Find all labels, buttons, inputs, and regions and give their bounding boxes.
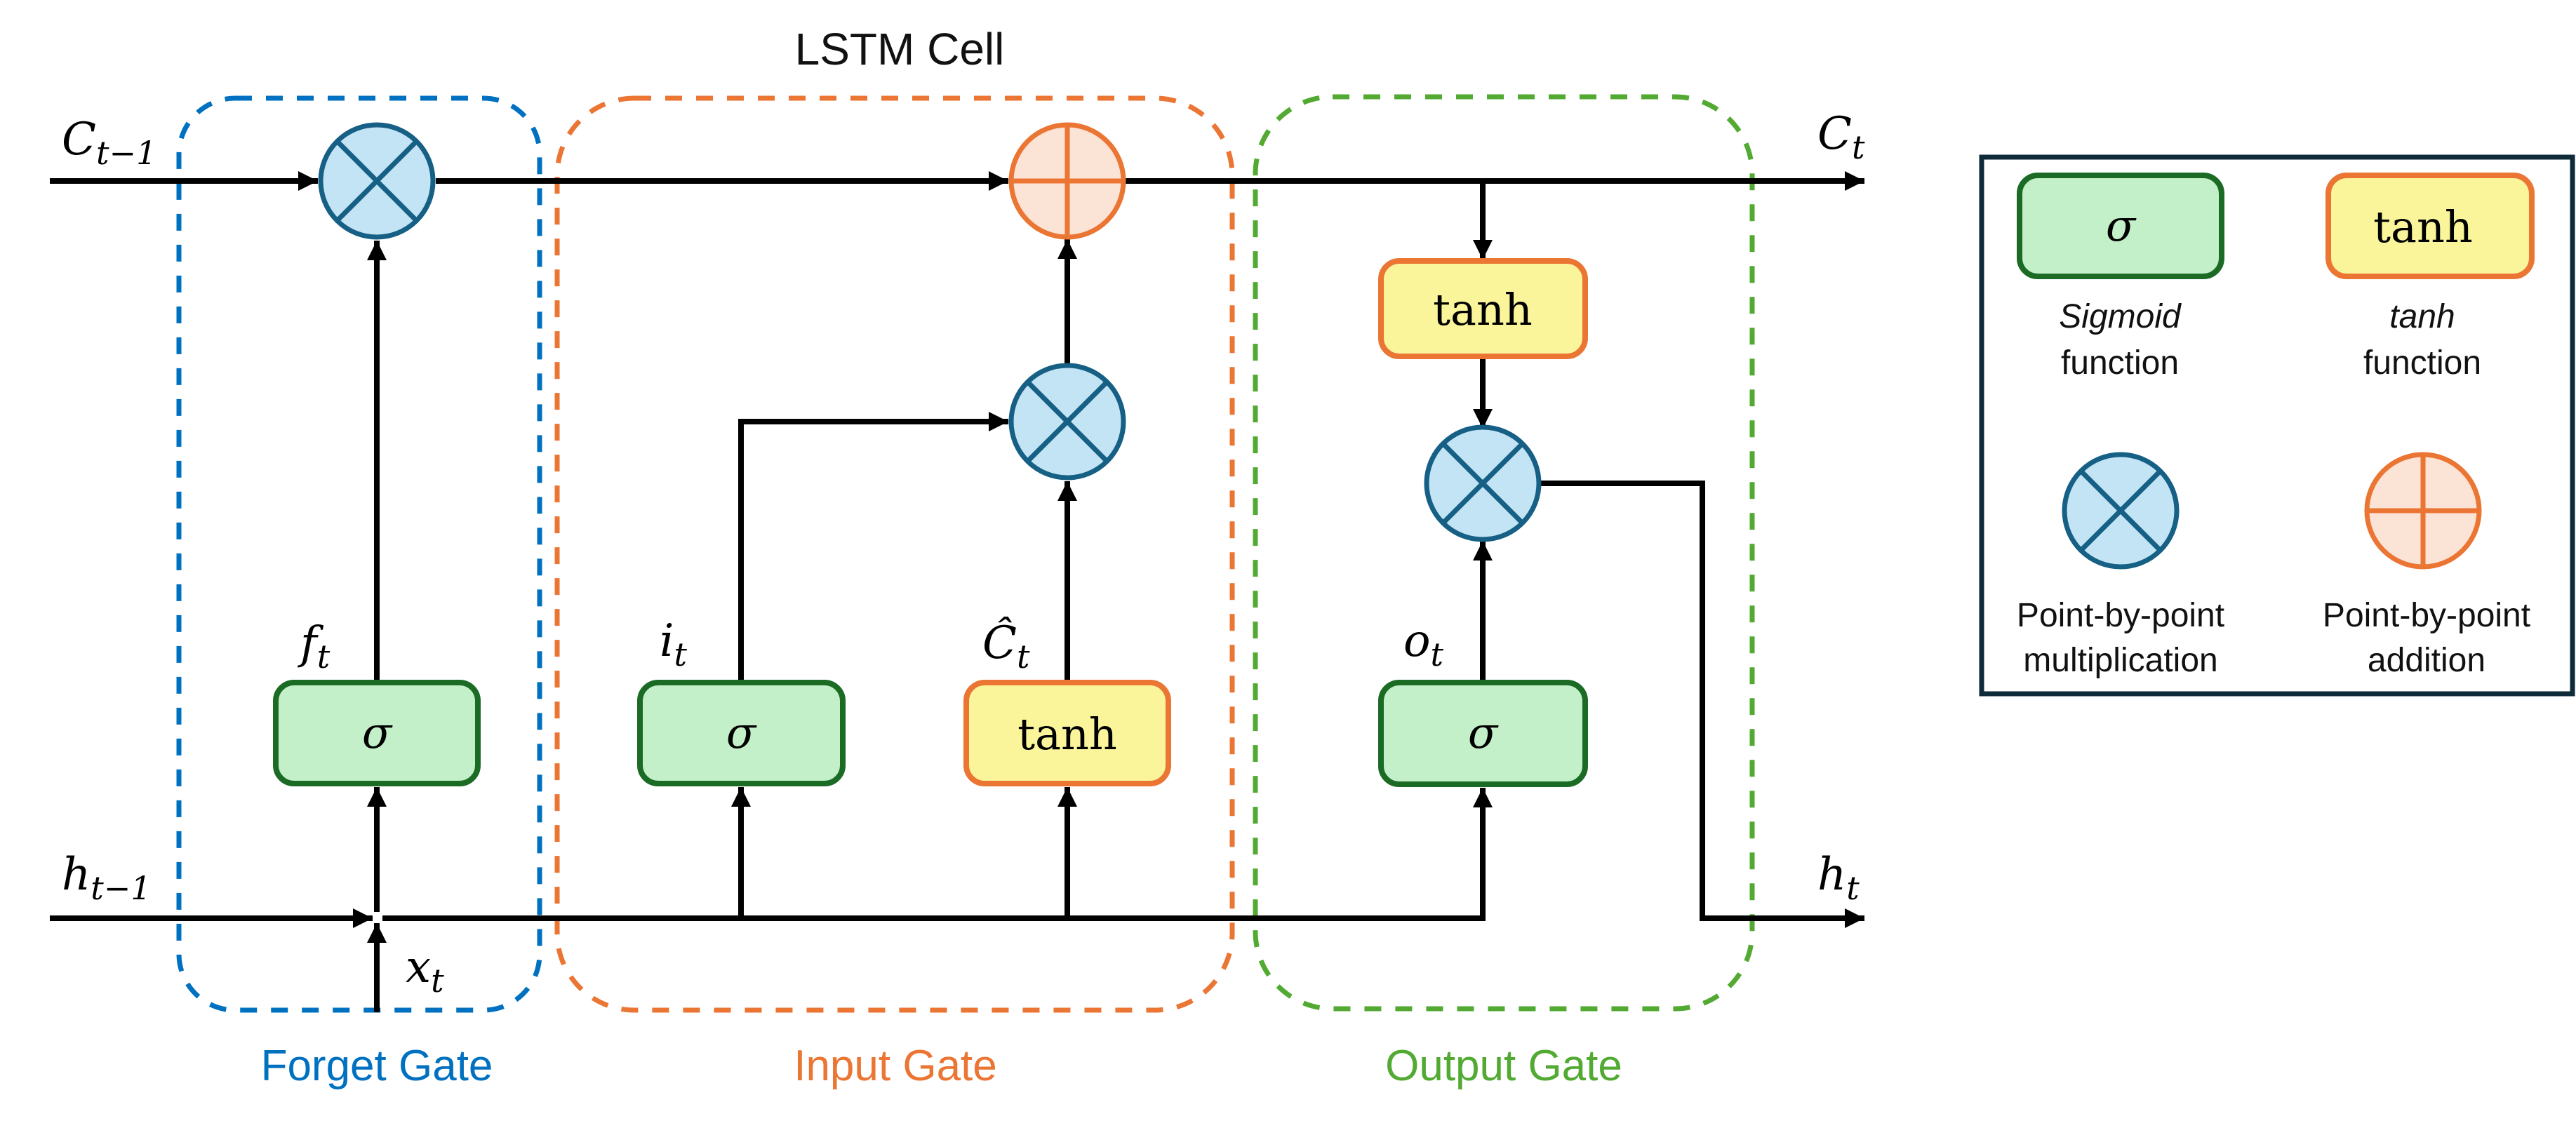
hidden-out-label: ht bbox=[1817, 849, 1860, 907]
sigmoid-symbol: σ bbox=[1468, 707, 1499, 758]
output-act-base: o bbox=[1403, 615, 1431, 667]
hidden-prev-label: ht−1 bbox=[62, 849, 152, 907]
candidate-tanh-block: tanh bbox=[963, 680, 1171, 786]
legend-sigmoid-line2: function bbox=[2061, 344, 2179, 382]
cell-out-label: Ct bbox=[1817, 108, 1865, 166]
sigmoid-symbol: σ bbox=[362, 707, 393, 758]
cell-prev-base: C bbox=[62, 114, 96, 166]
legend-multiply-line1: Point-by-point bbox=[2017, 597, 2224, 634]
hidden-prev-sub: t−1 bbox=[91, 869, 151, 907]
input-act-base: i bbox=[660, 615, 674, 667]
tanh-label: tanh bbox=[1017, 709, 1117, 760]
output-act-sub: t bbox=[1431, 636, 1444, 673]
candidate-label: Ĉt bbox=[982, 616, 1030, 676]
input-multiply-node bbox=[1008, 363, 1126, 481]
output-gate-frame bbox=[1253, 94, 1755, 1012]
legend-tanh-symbol: tanh bbox=[2373, 201, 2473, 253]
legend-tanh-line1: tanh bbox=[2389, 298, 2455, 335]
input-gate-label: Input Gate bbox=[794, 1042, 997, 1090]
hidden-out-line bbox=[1539, 481, 1864, 928]
legend-item-add: Point-by-point addition bbox=[2323, 452, 2530, 679]
legend-add-line1: Point-by-point bbox=[2323, 597, 2530, 634]
hidden-prev-base: h bbox=[62, 849, 91, 901]
sigmoid-symbol: σ bbox=[726, 707, 757, 758]
input-base: x bbox=[406, 941, 431, 993]
cell-prev-sub: t−1 bbox=[96, 134, 156, 172]
input-act-label: it bbox=[660, 615, 687, 673]
forget-gate-label: Forget Gate bbox=[261, 1042, 493, 1090]
diagram-title: LSTM Cell bbox=[795, 24, 1005, 74]
forget-sigmoid-block: σ bbox=[273, 680, 481, 786]
cell-out-sub: t bbox=[1852, 128, 1865, 166]
cell-out-base: C bbox=[1817, 108, 1852, 160]
cell-prev-label: Ct−1 bbox=[62, 114, 156, 172]
hidden-out-sub: t bbox=[1846, 869, 1860, 907]
output-act-label: ot bbox=[1403, 615, 1444, 673]
forget-gate-frame bbox=[176, 95, 542, 1013]
input-gate-frame bbox=[554, 95, 1235, 1013]
legend-add-line2: addition bbox=[2368, 642, 2485, 679]
legend-sigmoid-line1: Sigmoid bbox=[2059, 298, 2182, 335]
input-act-line bbox=[738, 412, 1008, 683]
legend-sigmoid-symbol: σ bbox=[2106, 200, 2137, 251]
cell-add-node bbox=[1008, 122, 1126, 240]
legend-item-tanh: tanh tanh function bbox=[2325, 173, 2535, 382]
forget-act-sub: t bbox=[317, 638, 331, 676]
add-icon bbox=[2364, 452, 2482, 570]
tanh-label: tanh bbox=[1433, 284, 1533, 335]
input-sub: t bbox=[431, 962, 444, 1000]
legend-tanh-line2: function bbox=[2363, 344, 2481, 382]
legend-multiply-line2: multiplication bbox=[2023, 642, 2217, 679]
input-sigmoid-block: σ bbox=[637, 680, 846, 786]
multiply-icon bbox=[2062, 452, 2180, 570]
input-label: xt bbox=[406, 941, 444, 1000]
legend-item-multiply: Point-by-point multiplication bbox=[2017, 452, 2224, 679]
output-gate-label: Output Gate bbox=[1385, 1042, 1622, 1090]
hidden-out-base: h bbox=[1817, 849, 1846, 901]
output-tanh-block: tanh bbox=[1378, 258, 1588, 359]
forget-act-label: ft bbox=[298, 617, 331, 676]
forget-multiply-node bbox=[318, 122, 436, 240]
legend-item-sigmoid: σ Sigmoid function bbox=[2017, 173, 2224, 382]
input-act-sub: t bbox=[674, 636, 687, 673]
legend: σ Sigmoid function tanh tanh function Po… bbox=[1979, 154, 2575, 697]
candidate-sub: t bbox=[1017, 638, 1030, 676]
candidate-base: Ĉ bbox=[982, 616, 1017, 669]
output-multiply-node bbox=[1424, 424, 1542, 542]
output-sigmoid-block: σ bbox=[1378, 680, 1588, 787]
